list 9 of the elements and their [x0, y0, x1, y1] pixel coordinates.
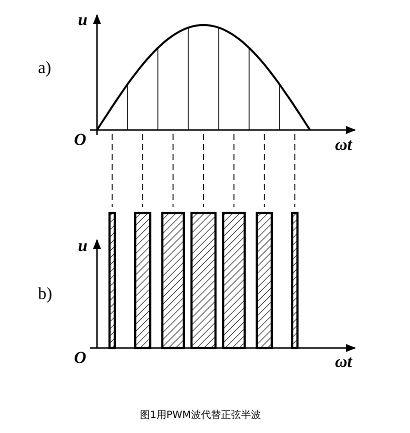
origin-label: O [74, 348, 86, 368]
figure-caption: 图1用PWM波代替正弦半波 [140, 408, 261, 422]
panel-label: b) [38, 284, 52, 304]
axis-label: u [78, 236, 88, 256]
axis-label: ωt [335, 352, 352, 372]
origin-label: O [74, 130, 86, 150]
axis-label: u [78, 10, 88, 30]
axis-label: ωt [335, 135, 352, 155]
panel-label: a) [38, 58, 52, 78]
